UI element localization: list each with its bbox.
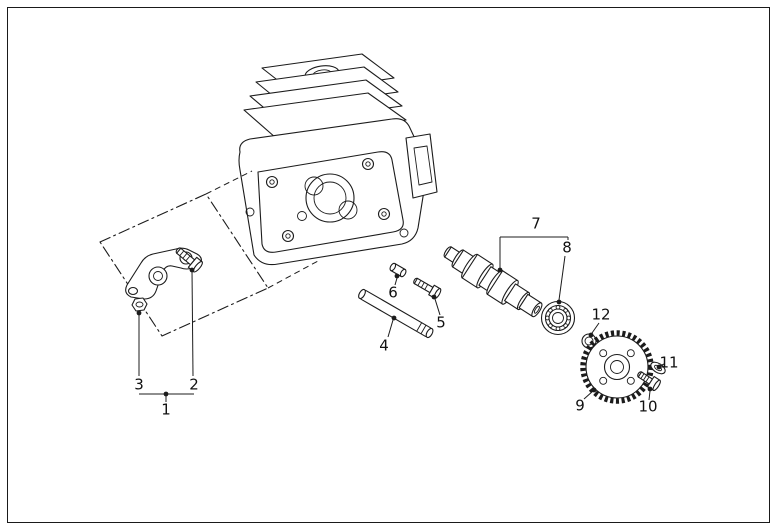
page-border: [7, 7, 770, 523]
callout-8: 8: [562, 238, 572, 257]
callout-11: 11: [659, 353, 679, 372]
callout-1: 1: [161, 400, 171, 419]
callout-2: 2: [189, 375, 199, 394]
pin-6: [389, 262, 407, 278]
callout-12: 12: [591, 305, 611, 324]
lock-nut: [131, 297, 148, 312]
bolt-5: [413, 277, 442, 299]
ball-bearing: [540, 300, 576, 336]
cylinder-head: [238, 53, 438, 266]
callout-9: 9: [575, 396, 585, 415]
callout-leaders: [136, 236, 665, 402]
callout-5: 5: [436, 313, 446, 332]
chain-tunnel: [405, 133, 438, 199]
callout-6: 6: [388, 283, 398, 302]
callout-4: 4: [379, 336, 389, 355]
callout-3: 3: [134, 375, 144, 394]
callout-7: 7: [531, 214, 541, 233]
adjuster-screw: [175, 247, 203, 273]
camshaft: [443, 246, 543, 318]
callout-10: 10: [638, 397, 658, 416]
